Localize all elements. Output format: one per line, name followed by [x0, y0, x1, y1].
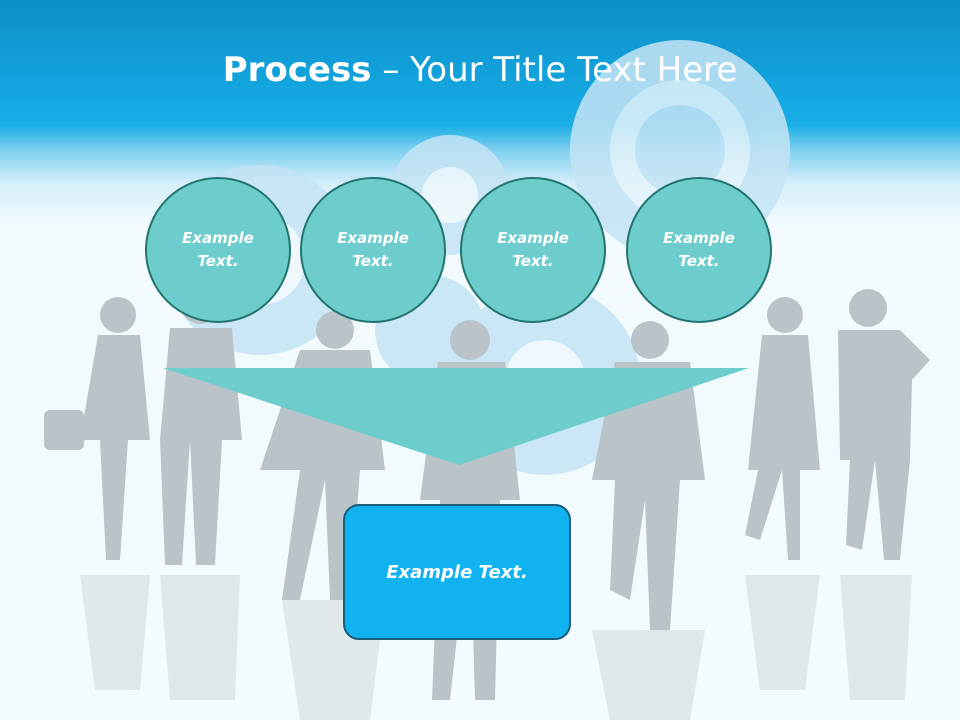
result-box[interactable]: Example Text. — [343, 504, 571, 640]
process-step-4[interactable]: Example Text. — [626, 177, 772, 323]
title-keyword: Process — [222, 50, 372, 90]
process-step-label: Example Text. — [337, 229, 409, 270]
process-step-label: Example Text. — [663, 229, 735, 270]
process-step-2[interactable]: Example Text. — [300, 177, 446, 323]
title-subtext: – Your Title Text Here — [371, 50, 738, 90]
silhouette-reflections — [80, 575, 912, 720]
process-step-label: Example Text. — [182, 229, 254, 270]
result-label: Example Text. — [386, 561, 528, 583]
slide-title: Process – Your Title Text Here — [0, 50, 960, 90]
process-step-1[interactable]: Example Text. — [145, 177, 291, 323]
process-step-3[interactable]: Example Text. — [460, 177, 606, 323]
process-step-label: Example Text. — [497, 229, 569, 270]
